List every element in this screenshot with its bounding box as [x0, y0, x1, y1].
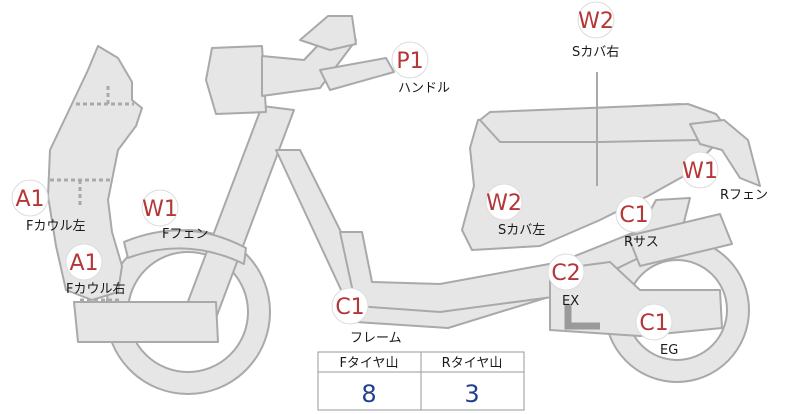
label-rear-suspension: Rサス: [624, 235, 659, 250]
badge-exhaust: C2 EX: [547, 253, 585, 309]
front-cowl-skirt: [73, 301, 219, 343]
badge-rear-fender-code: W1: [682, 159, 718, 184]
exhaust-pipe: [564, 304, 600, 330]
badge-seat-cover-right: W2 Sカバ右: [572, 1, 619, 60]
engine-block: [549, 261, 723, 337]
badge-front-cowl-left: A1 Fカウル左: [11, 179, 85, 234]
rear-shock: [627, 213, 733, 267]
label-frame: フレーム: [350, 331, 402, 346]
tread-table: Fタイヤ山 Rタイヤ山 8 3: [317, 351, 525, 411]
label-handle: ハンドル: [398, 81, 450, 96]
label-front-fender: Fフェン: [162, 227, 208, 242]
tread-table-header-rear: Rタイヤ山: [442, 356, 503, 371]
badge-rear-suspension: C1 Rサス: [615, 195, 659, 250]
label-seat-cover-left: Sカバ左: [498, 223, 545, 238]
badge-front-fender: W1 Fフェン: [141, 189, 208, 242]
mirror: [299, 15, 357, 51]
badge-front-fender-code: W1: [142, 197, 178, 222]
tread-table-value-rear: 3: [464, 380, 479, 408]
label-engine: EG: [660, 343, 678, 358]
badge-rear-suspension-code: C1: [619, 203, 648, 228]
label-seat-cover-right: Sカバ右: [572, 45, 619, 60]
badge-seat-cover-right-code: W2: [578, 9, 614, 34]
badge-frame: C1 フレーム: [331, 287, 402, 346]
badge-front-cowl-right-code: A1: [69, 251, 98, 276]
handlebar-grip: [319, 57, 395, 91]
motorcycle-illustration: [47, 15, 761, 395]
floor-panel: [339, 197, 691, 313]
badge-front-cowl-left-code: A1: [15, 187, 44, 212]
badge-exhaust-code: C2: [551, 261, 580, 286]
rear-fender-tail: [689, 119, 761, 187]
front-cowl: [47, 45, 143, 301]
badge-front-cowl-right: A1 Fカウル右: [65, 243, 125, 297]
badge-rear-fender: W1 Rフェン: [681, 151, 768, 203]
front-fender: [123, 229, 247, 265]
badge-engine: C1 EG: [635, 303, 678, 358]
headlight-housing: [205, 45, 267, 115]
tread-table-value-front: 8: [361, 380, 376, 408]
label-exhaust: EX: [562, 294, 579, 309]
label-front-cowl-left: Fカウル左: [26, 219, 85, 234]
label-front-cowl-right: Fカウル右: [66, 282, 125, 297]
badge-handle: P1 ハンドル: [391, 41, 450, 96]
tread-table-header-front: Fタイヤ山: [339, 356, 398, 371]
badge-handle-code: P1: [396, 49, 423, 74]
badge-frame-code: C1: [335, 295, 364, 320]
badge-seat-cover-left: W2 Sカバ左: [485, 183, 545, 238]
label-rear-fender: Rフェン: [720, 188, 768, 203]
badge-seat-cover-left-code: W2: [486, 191, 522, 216]
badge-engine-code: C1: [639, 311, 668, 336]
